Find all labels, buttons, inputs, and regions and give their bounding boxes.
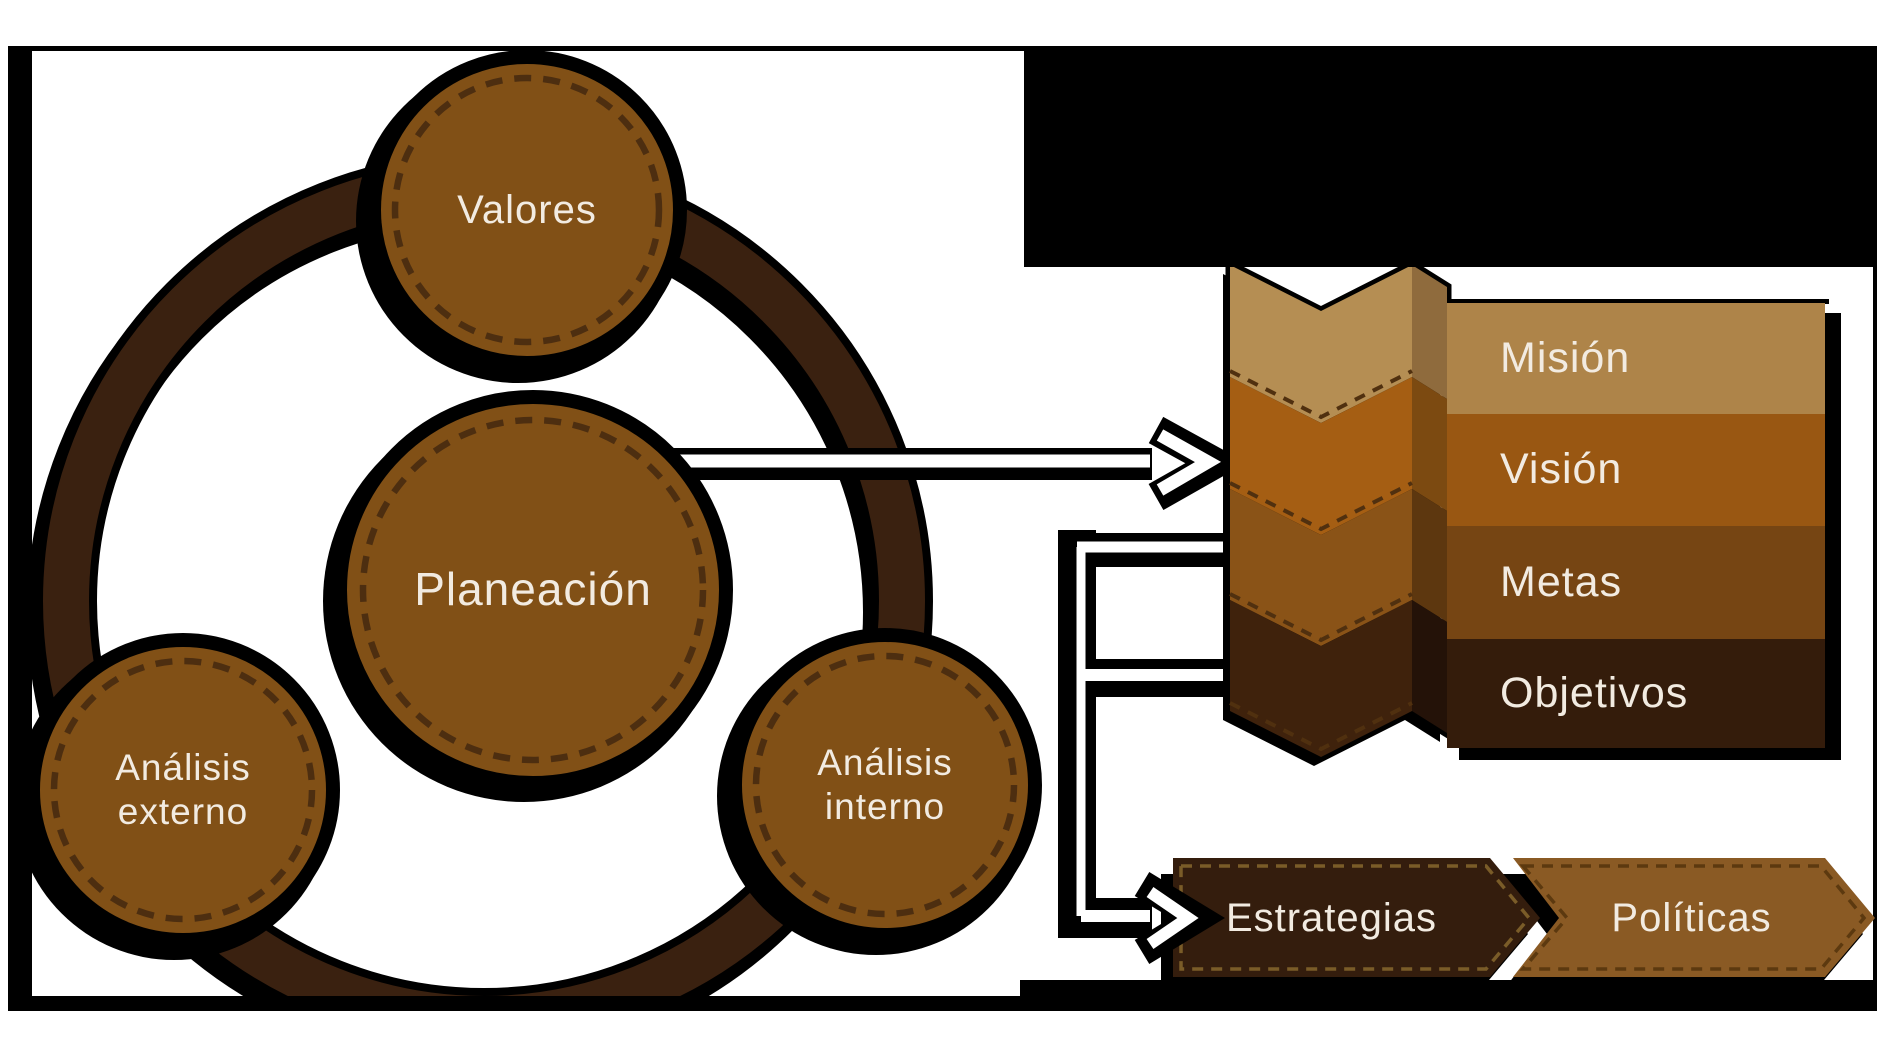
ribbon-separator-2 <box>1229 481 1413 532</box>
connector-lines <box>640 429 1230 949</box>
planeacion-circle <box>333 390 733 790</box>
panel-vision <box>1447 414 1825 526</box>
interno-dashed-border <box>752 652 1018 918</box>
bottom-margin <box>0 1011 1890 1061</box>
top-right-block <box>1024 51 1873 267</box>
valores-circle <box>367 50 687 370</box>
ribbon-separator-3 <box>1229 592 1413 643</box>
ribbon-bottom-dash <box>1229 701 1413 752</box>
ribbon-dashed-separators <box>1229 369 1413 752</box>
politicas-arrow <box>1513 858 1875 977</box>
ribbon-fold-objetivos <box>1412 600 1447 733</box>
flow-arrows <box>1161 858 1875 993</box>
externo-dashed-border <box>50 657 316 923</box>
planeacion-dashed-border <box>359 416 707 764</box>
panel-stack-topline <box>1447 299 1829 304</box>
panel-objetivos <box>1447 639 1825 748</box>
chevron-ribbon <box>1223 257 1452 766</box>
frame-left-bar <box>8 46 32 1011</box>
frame-top-bar <box>8 46 1877 51</box>
ribbon-separator-1 <box>1229 369 1413 420</box>
ribbon-band-objetivos <box>1230 600 1412 757</box>
ribbon-band-metas <box>1230 489 1412 646</box>
ribbon-fold-metas <box>1412 489 1447 622</box>
externo-circle <box>26 633 340 947</box>
ribbon-fold-mision <box>1412 265 1447 399</box>
panel-metas <box>1447 526 1825 639</box>
main-arrowhead <box>1156 429 1222 496</box>
frame-right-bar <box>1873 46 1877 1011</box>
estrategias-arrow <box>1173 858 1540 977</box>
cycle-nodes <box>15 50 1042 960</box>
ribbon-fold-vision <box>1412 377 1447 511</box>
valores-dashed-border <box>391 74 663 346</box>
bottom-arrowhead <box>1146 887 1199 949</box>
pillar-panels <box>1447 299 1841 760</box>
ribbon-band-mision <box>1230 265 1412 423</box>
bottom-right-strip <box>1020 980 1873 1011</box>
interno-circle <box>728 628 1042 942</box>
panel-mision <box>1447 303 1825 414</box>
ribbon-band-vision <box>1230 377 1412 535</box>
estrategias-arrow-dashed-border <box>1179 864 1532 971</box>
